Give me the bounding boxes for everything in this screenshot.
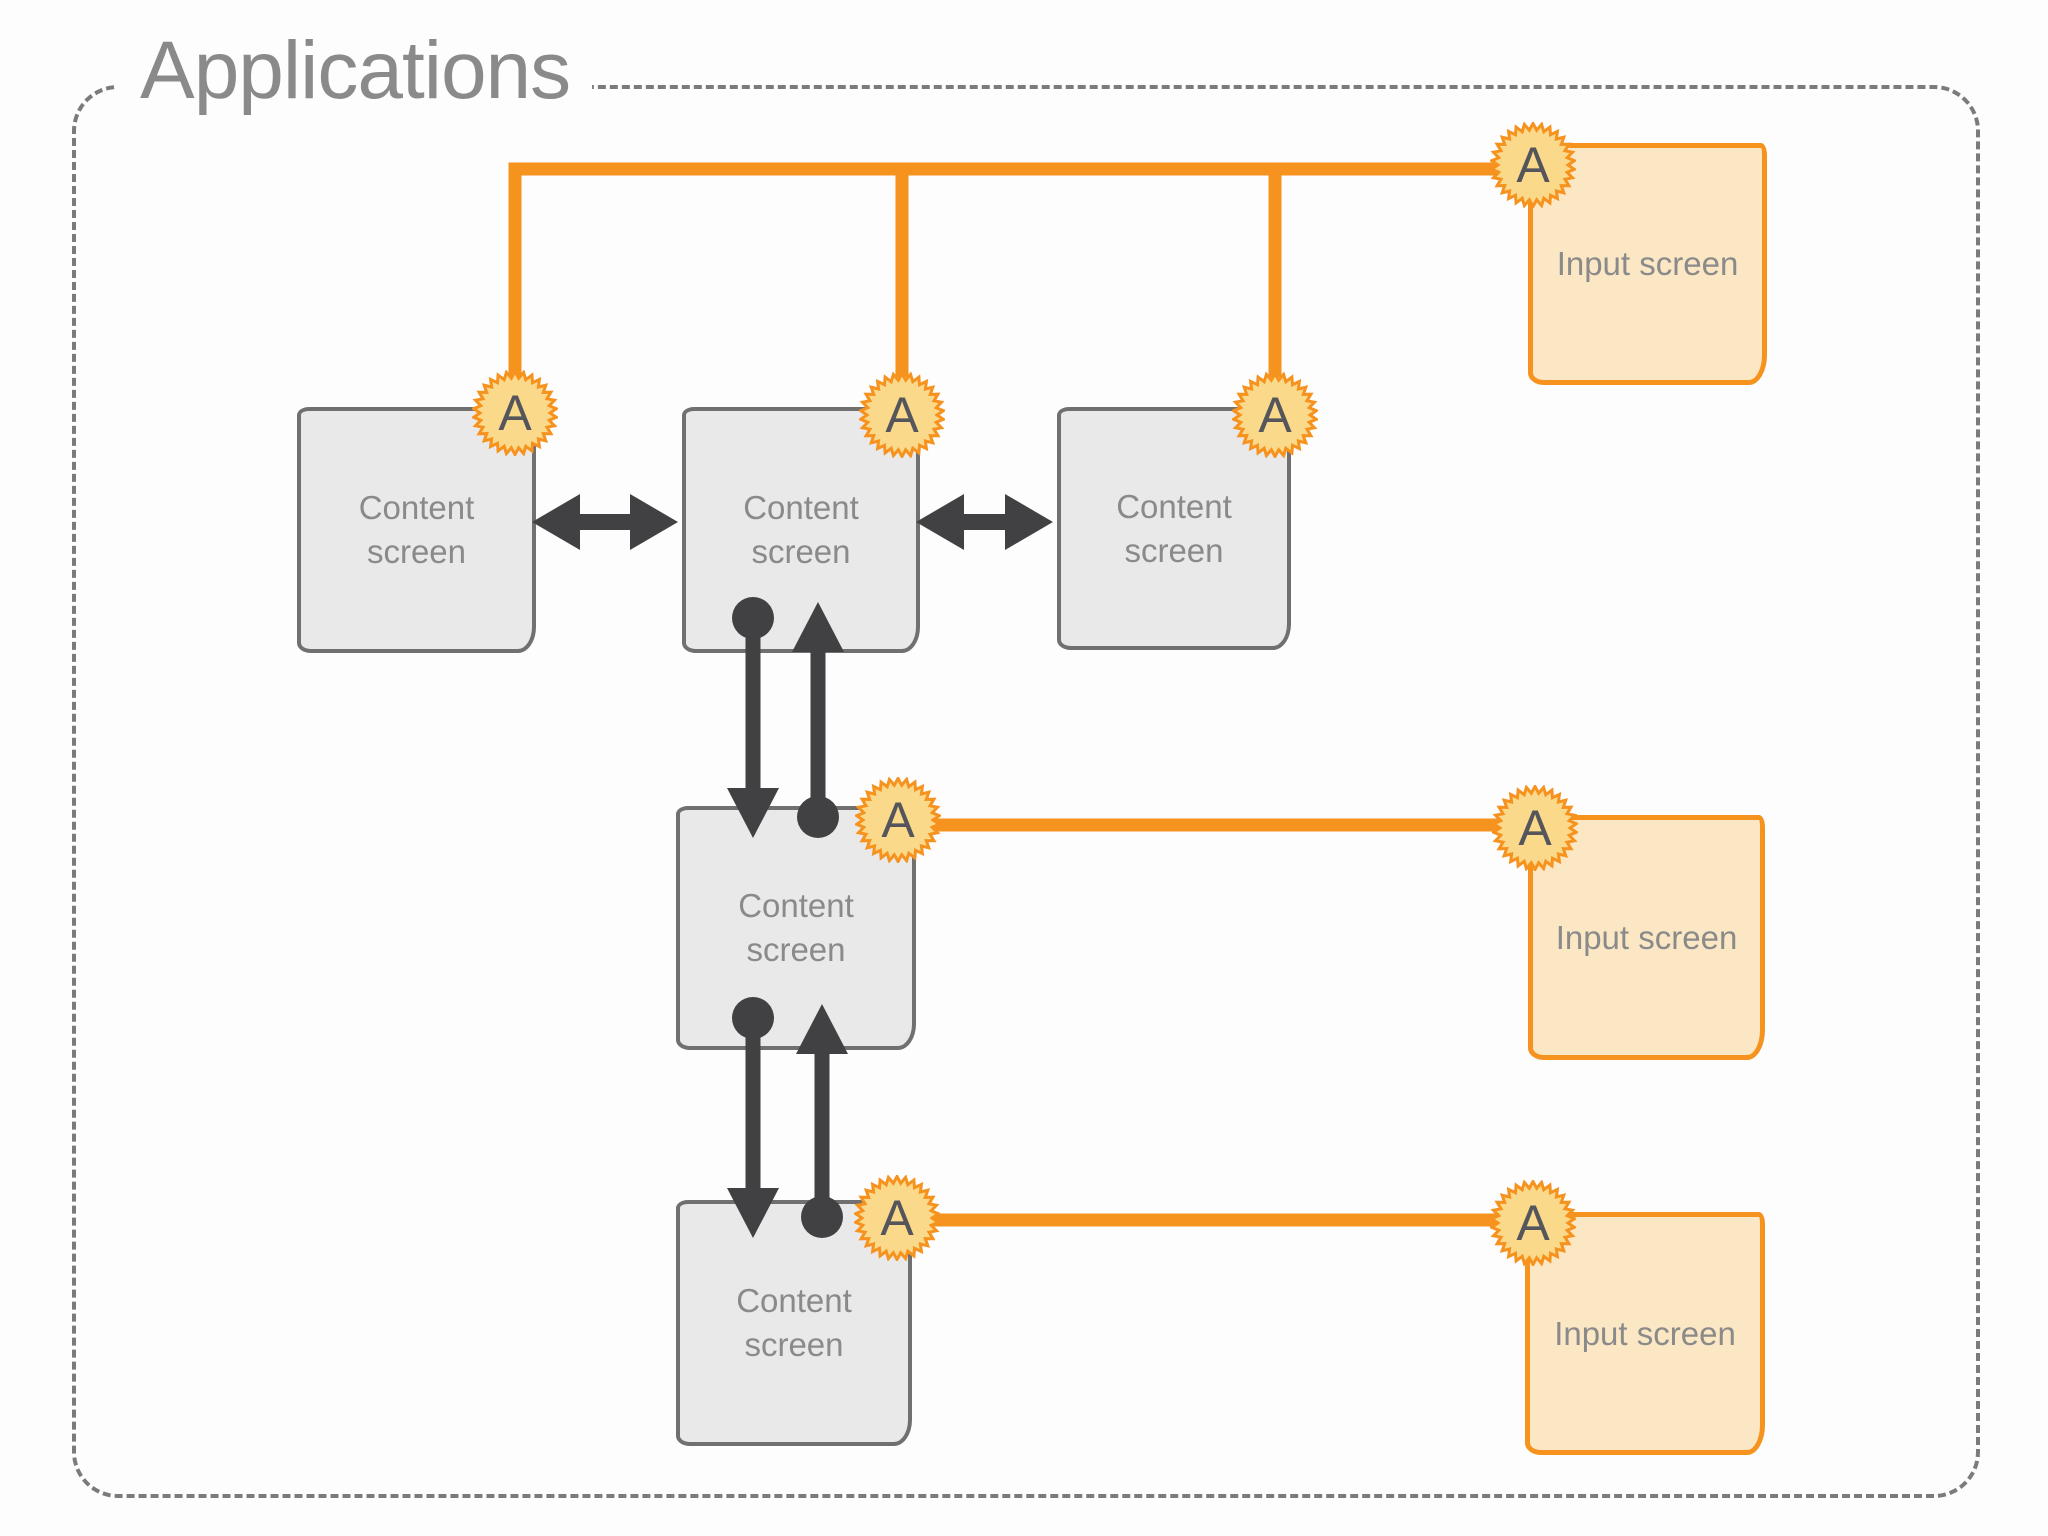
- badge-a-content-2: A: [859, 372, 945, 458]
- content-screen-1-label: Content screen: [358, 489, 475, 570]
- badge-a-input-2: A: [1492, 785, 1578, 871]
- starburst-icon: [1490, 1180, 1576, 1266]
- badge-a-content-1: A: [472, 370, 558, 456]
- badge-letter: A: [1516, 137, 1550, 193]
- input-screen-2: Input screen: [1528, 815, 1765, 1060]
- input-screen-3: Input screen: [1525, 1212, 1765, 1455]
- badge-a-content-3: A: [1232, 372, 1318, 458]
- badge-a-content-4: A: [855, 777, 941, 863]
- starburst-icon: [1492, 785, 1578, 871]
- badge-letter: A: [881, 792, 915, 848]
- input-screen-1-label: Input screen: [1556, 245, 1739, 283]
- input-screen-1: Input screen: [1528, 143, 1767, 385]
- badge-a-input-3: A: [1490, 1180, 1576, 1266]
- badge-letter: A: [885, 387, 919, 443]
- badge-a-content-5: A: [854, 1175, 940, 1261]
- content-screen-4-label: Content screen: [738, 887, 854, 968]
- frame-title: Applications: [118, 24, 593, 119]
- badge-a-input-1: A: [1490, 122, 1576, 208]
- content-screen-2-label: Content screen: [743, 489, 859, 570]
- badge-letter: A: [1516, 1195, 1550, 1251]
- content-screen-3-label: Content screen: [1116, 487, 1232, 569]
- input-screen-2-label: Input screen: [1555, 918, 1738, 956]
- badge-letter: A: [1258, 387, 1292, 443]
- badge-letter: A: [1518, 800, 1552, 856]
- badge-letter: A: [498, 385, 532, 441]
- applications-frame: [72, 85, 1980, 1498]
- badge-letter: A: [880, 1190, 914, 1246]
- content-screen-5-label: Content screen: [736, 1282, 852, 1363]
- starburst-icon: [1232, 372, 1318, 458]
- input-screen-3-label: Input screen: [1554, 1314, 1736, 1352]
- content-screen-1: Content screen: [297, 407, 536, 653]
- starburst-icon: [859, 372, 945, 458]
- starburst-icon: [472, 370, 558, 456]
